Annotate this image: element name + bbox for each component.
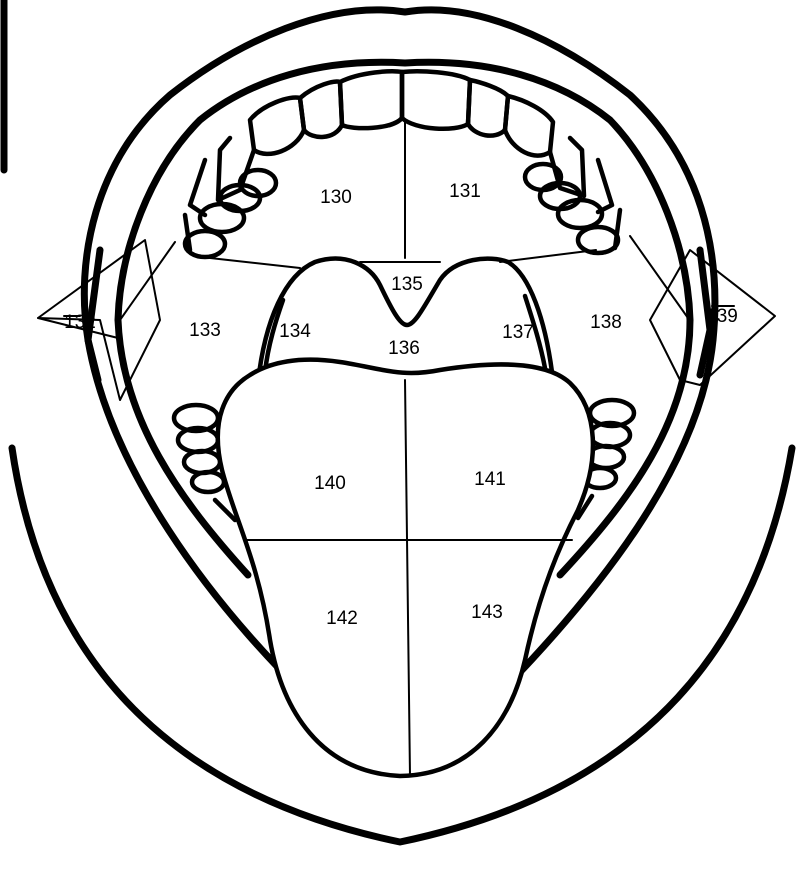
region-label-143: 143	[471, 602, 503, 623]
region-label-131: 131	[449, 181, 481, 202]
region-label-135: 135	[391, 274, 423, 295]
region-label-137: 137	[502, 322, 534, 343]
region-label-130: 130	[320, 187, 352, 208]
palate-lower-boundary	[210, 250, 596, 268]
region-label-136: 136	[388, 338, 420, 359]
region-label-134: 134	[279, 321, 311, 342]
region-label-142: 142	[326, 608, 358, 629]
region-label-138: 138	[590, 312, 622, 333]
region-label-141: 141	[474, 469, 506, 490]
region-label-139: 139	[706, 306, 738, 327]
region-label-140: 140	[314, 473, 346, 494]
buccal-mucosa-left	[38, 240, 160, 400]
region-label-133: 133	[189, 320, 221, 341]
